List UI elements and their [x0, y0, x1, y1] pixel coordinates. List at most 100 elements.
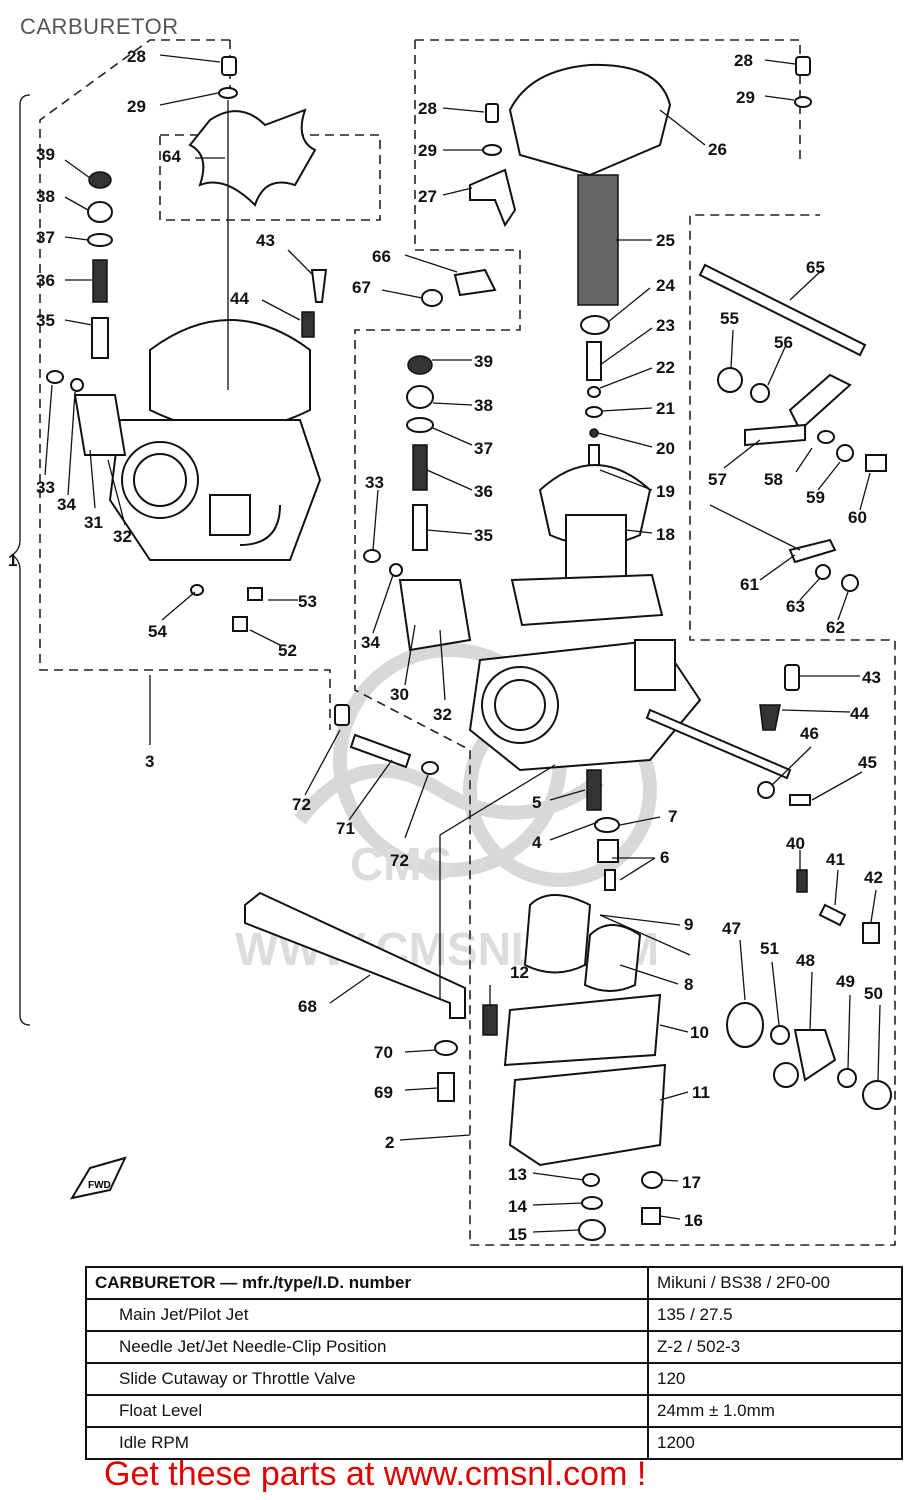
- label-30: 30: [390, 685, 409, 704]
- label-60: 60: [848, 508, 867, 527]
- part-labels: 1 2 3 4 5 6 7 8 9 10 11 12 13 14 15 16 1…: [8, 47, 883, 1244]
- label-23: 23: [656, 316, 675, 335]
- spec-header-value: Mikuni / BS38 / 2F0-00: [647, 1266, 903, 1300]
- label-33b: 33: [365, 473, 384, 492]
- label-6: 6: [660, 848, 669, 867]
- linkage-parts: [645, 263, 887, 780]
- label-44a: 44: [230, 289, 249, 308]
- label-34a: 34: [57, 495, 76, 514]
- leader-lines: [44, 54, 881, 1233]
- spec-table-header-row: CARBURETOR — mfr./type/I.D. number Mikun…: [85, 1266, 903, 1300]
- label-47: 47: [722, 919, 741, 938]
- spec-row-label: Main Jet/Pilot Jet: [85, 1298, 649, 1332]
- label-12: 12: [510, 963, 529, 982]
- spec-row: Float Level 24mm ± 1.0mm: [85, 1394, 903, 1428]
- label-33a: 33: [36, 478, 55, 497]
- label-72a: 72: [292, 795, 311, 814]
- label-40: 40: [786, 834, 805, 853]
- label-38a: 38: [36, 187, 55, 206]
- label-59: 59: [806, 488, 825, 507]
- label-63: 63: [786, 597, 805, 616]
- label-34b: 34: [361, 633, 380, 652]
- label-13: 13: [508, 1165, 527, 1184]
- label-62: 62: [826, 618, 845, 637]
- spec-row: Main Jet/Pilot Jet 135 / 27.5: [85, 1298, 903, 1332]
- label-36b: 36: [474, 482, 493, 501]
- label-35a: 35: [36, 311, 55, 330]
- label-5: 5: [532, 793, 541, 812]
- spec-row-label: Idle RPM: [85, 1426, 649, 1460]
- fwd-arrow: FWD: [69, 1156, 127, 1200]
- spec-row: Idle RPM 1200: [85, 1426, 903, 1460]
- label-37b: 37: [474, 439, 493, 458]
- label-24: 24: [656, 276, 675, 295]
- label-43a: 43: [256, 231, 275, 250]
- footer-link[interactable]: Get these parts at www.cmsnl.com !: [104, 1455, 647, 1493]
- label-32a: 32: [113, 527, 132, 546]
- fwd-label: FWD: [88, 1180, 111, 1191]
- label-46: 46: [800, 724, 819, 743]
- label-11: 11: [692, 1083, 710, 1102]
- spec-row: Slide Cutaway or Throttle Valve 120: [85, 1362, 903, 1396]
- slide-stack: [510, 174, 664, 627]
- label-35b: 35: [474, 526, 493, 545]
- label-65: 65: [806, 258, 825, 277]
- spec-table: CARBURETOR — mfr./type/I.D. number Mikun…: [85, 1266, 903, 1460]
- label-14: 14: [508, 1197, 527, 1216]
- label-71: 71: [336, 819, 355, 838]
- label-9: 9: [684, 915, 693, 934]
- spec-row-value: 135 / 27.5: [647, 1298, 903, 1332]
- spec-row-value: 120: [647, 1362, 903, 1396]
- watermark-logo-text: CMS: [350, 838, 452, 890]
- label-51: 51: [760, 939, 779, 958]
- spec-row-label: Float Level: [85, 1394, 649, 1428]
- label-29c: 29: [736, 88, 755, 107]
- label-28b: 28: [418, 99, 437, 118]
- label-52: 52: [278, 641, 297, 660]
- label-29a: 29: [127, 97, 146, 116]
- label-50: 50: [864, 984, 883, 1003]
- label-56: 56: [774, 333, 793, 352]
- label-17: 17: [682, 1173, 701, 1192]
- label-55: 55: [720, 309, 739, 328]
- label-7: 7: [668, 807, 677, 826]
- label-22: 22: [656, 358, 675, 377]
- label-4: 4: [532, 833, 542, 852]
- float-bowl-parts: [482, 894, 691, 1241]
- label-26: 26: [708, 140, 727, 159]
- label-3: 3: [145, 752, 154, 771]
- page-title: CARBURETOR: [20, 14, 179, 39]
- label-42: 42: [864, 868, 883, 887]
- label-69: 69: [374, 1083, 393, 1102]
- label-53: 53: [298, 592, 317, 611]
- label-31: 31: [84, 513, 103, 532]
- label-32b: 32: [433, 705, 452, 724]
- label-20: 20: [656, 439, 675, 458]
- spec-row-value: Z-2 / 502-3: [647, 1330, 903, 1364]
- label-37a: 37: [36, 228, 55, 247]
- label-48: 48: [796, 951, 815, 970]
- label-2: 2: [385, 1133, 394, 1152]
- label-49: 49: [836, 972, 855, 991]
- label-57: 57: [708, 470, 727, 489]
- label-70: 70: [374, 1043, 393, 1062]
- label-64: 64: [162, 147, 181, 166]
- right-carburetor-body: [398, 579, 702, 772]
- label-21: 21: [656, 399, 675, 418]
- label-58: 58: [764, 470, 783, 489]
- choke-parts: [726, 1002, 892, 1110]
- label-45: 45: [858, 753, 877, 772]
- label-41: 41: [826, 850, 845, 869]
- label-44b: 44: [850, 704, 869, 723]
- label-72b: 72: [390, 851, 409, 870]
- label-54: 54: [148, 622, 167, 641]
- label-8: 8: [684, 975, 693, 994]
- label-16: 16: [684, 1211, 703, 1230]
- label-39b: 39: [474, 352, 493, 371]
- spec-row: Needle Jet/Jet Needle-Clip Position Z-2 …: [85, 1330, 903, 1364]
- label-25: 25: [656, 231, 675, 250]
- label-28c: 28: [734, 51, 753, 70]
- tube-parts: [334, 704, 439, 775]
- group-outlines: [39, 39, 896, 1246]
